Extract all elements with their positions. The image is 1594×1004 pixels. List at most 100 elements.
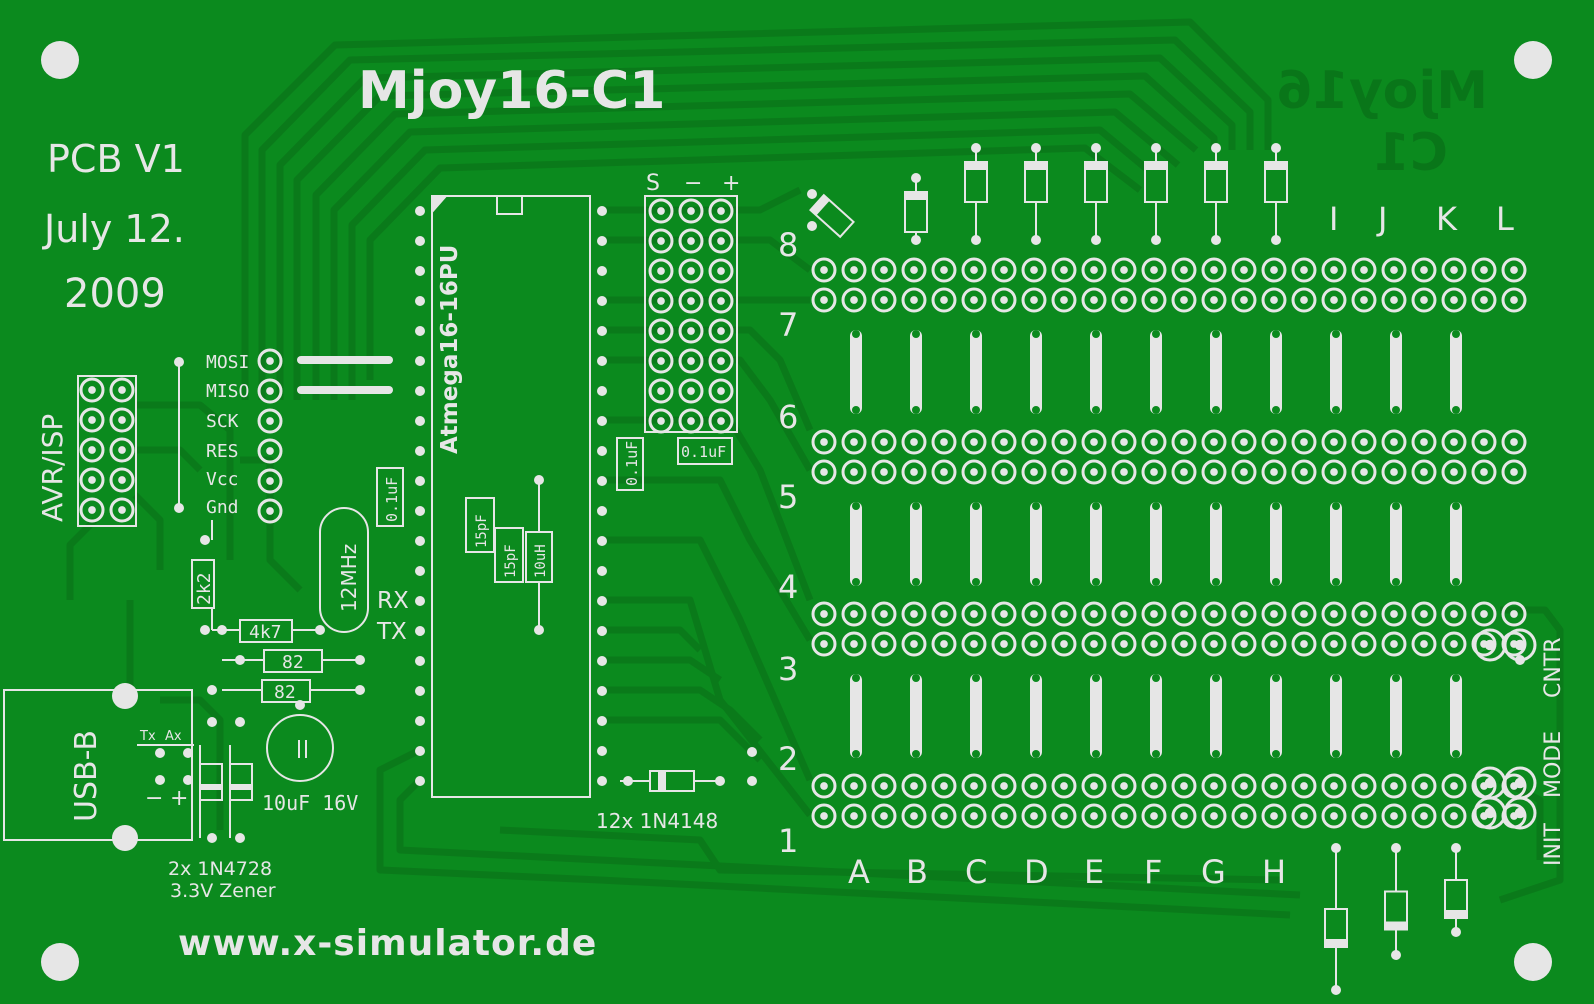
zener-note-2: 3.3V Zener (170, 880, 276, 902)
via-dot (207, 717, 217, 727)
isp-header-label: AVR/ISP (36, 414, 69, 522)
row-label-5: 5 (778, 478, 798, 516)
matrix-pad (1291, 803, 1317, 829)
servo-s-label: S (646, 171, 660, 196)
matrix-jumper (1330, 502, 1342, 586)
mcu-pin-right (597, 776, 607, 786)
matrix-pad (1171, 287, 1197, 313)
matrix-jumper (1210, 502, 1222, 586)
matrix-pad (1261, 459, 1287, 485)
matrix-jumper (1330, 674, 1342, 758)
mode-connector-pad (1503, 796, 1537, 830)
matrix-pad (1231, 803, 1257, 829)
cap-15pf-a-label: 15pF (474, 514, 490, 548)
mcu-pin-right (597, 296, 607, 306)
matrix-pad (1321, 287, 1347, 313)
mcu-pin-right (597, 446, 607, 456)
cap-left-outline (376, 467, 404, 527)
top-diode (964, 143, 988, 245)
matrix-pad (1111, 803, 1137, 829)
zener-2-band (230, 784, 252, 790)
matrix-pad (1021, 429, 1047, 455)
isp-header-outline (77, 375, 137, 527)
matrix-pad (1081, 459, 1107, 485)
matrix-pad (1111, 631, 1137, 657)
matrix-pad (931, 803, 957, 829)
matrix-pad (1501, 459, 1527, 485)
col-label-i: I (1329, 200, 1338, 238)
matrix-jumper (970, 674, 982, 758)
matrix-jumper (1270, 502, 1282, 586)
matrix-jumper (1090, 330, 1102, 414)
matrix-pad (1351, 601, 1377, 627)
matrix-pad (1261, 429, 1287, 455)
matrix-jumper (1030, 330, 1042, 414)
matrix-pad (1351, 429, 1377, 455)
matrix-pad (1081, 631, 1107, 657)
mcu-pin-right (597, 686, 607, 696)
matrix-pad (1051, 631, 1077, 657)
via-dot (807, 221, 817, 231)
col-label-c: C (965, 853, 987, 891)
matrix-pad (1411, 803, 1437, 829)
matrix-pad (841, 631, 867, 657)
mcu-pin-left (415, 236, 425, 246)
mcu-pin-left (415, 626, 425, 636)
matrix-pad (991, 631, 1017, 657)
matrix-pad (1081, 803, 1107, 829)
cap-15pf-b-outline (494, 527, 524, 583)
matrix-pad (1081, 429, 1107, 455)
bottom-diode (1444, 843, 1468, 937)
matrix-pad (1411, 773, 1437, 799)
via-dot (183, 748, 193, 758)
servo-header-pin (708, 318, 734, 344)
matrix-pad (1231, 257, 1257, 283)
matrix-pad (1441, 803, 1467, 829)
via-dot (207, 833, 217, 843)
row-label-1: 1 (778, 822, 798, 860)
mcu-pin-right (597, 356, 607, 366)
mcu-pin-left (415, 746, 425, 756)
matrix-jumper (1030, 674, 1042, 758)
isp-pin-miso: MISO (206, 381, 249, 402)
row-label-8: 8 (778, 226, 798, 264)
matrix-pad (901, 631, 927, 657)
matrix-pad (931, 773, 957, 799)
mcu-pin-left (415, 296, 425, 306)
matrix-pad (1111, 287, 1137, 313)
mcu-pin-left (415, 656, 425, 666)
matrix-pad (901, 601, 927, 627)
matrix-pad (811, 601, 837, 627)
matrix-pad (1081, 773, 1107, 799)
matrix-pad (961, 287, 987, 313)
matrix-pad (1381, 287, 1407, 313)
matrix-pad (871, 803, 897, 829)
via-dot (155, 748, 165, 758)
matrix-pad (1021, 803, 1047, 829)
isp-header-pin (79, 377, 105, 403)
top-diode (1204, 143, 1228, 245)
matrix-pad (841, 257, 867, 283)
matrix-pad (1201, 631, 1227, 657)
matrix-pad (931, 257, 957, 283)
mounting-hole-4 (1514, 943, 1552, 981)
servo-header-outline (644, 195, 738, 433)
inductor-label: 10uH (533, 544, 549, 578)
matrix-pad (1291, 773, 1317, 799)
matrix-pad (1381, 429, 1407, 455)
matrix-jumpers (850, 330, 1462, 758)
mcu-pin-left (415, 356, 425, 366)
matrix-jumper (1450, 330, 1462, 414)
matrix-pad (1141, 631, 1167, 657)
mcu-label: Atmega16-16PU (437, 245, 463, 454)
mcu-pin-left (415, 596, 425, 606)
usb-lug-top (112, 683, 138, 709)
matrix-pad (961, 803, 987, 829)
matrix-pad (1291, 287, 1317, 313)
mcu-pin-left (415, 776, 425, 786)
matrix-pad (991, 257, 1017, 283)
matrix-pad (1471, 429, 1497, 455)
matrix-pad (1411, 287, 1437, 313)
isp-pin-gnd: Gnd (206, 497, 239, 518)
cap-mid-outline (616, 437, 644, 491)
